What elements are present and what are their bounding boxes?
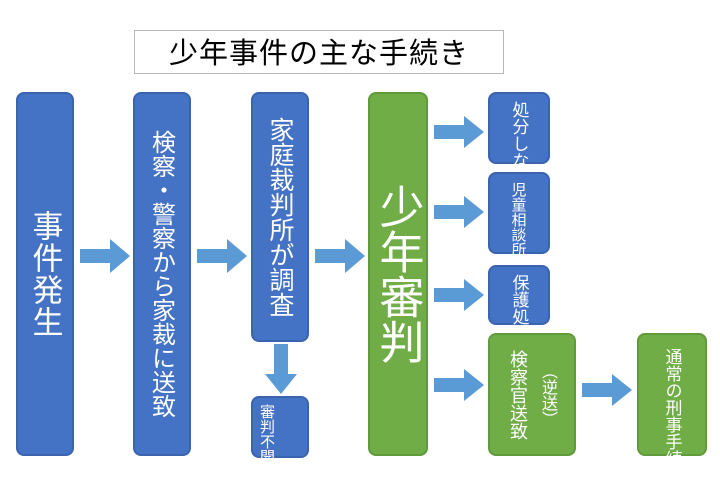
no-hearing-label: 審判不開始 (258, 404, 276, 479)
no-disposition-box: 処分しない (488, 92, 550, 186)
incident-box: 事件発生 (16, 92, 74, 456)
no-disposition-label: 処分しない (508, 101, 529, 186)
incident-label: 事件発生 (26, 210, 63, 338)
arrow-right-icon (582, 374, 632, 406)
diagram-title: 少年事件の主な手続き (134, 30, 504, 74)
arrow-right-icon (434, 196, 484, 228)
arrow-right-icon (80, 239, 130, 273)
juvenile-hearing-box: 少年審判 (368, 92, 428, 456)
arrow-right-icon (434, 369, 484, 401)
arrow-right-icon (315, 239, 365, 273)
criminal-procedure-box: 通常の刑事手続きへ (637, 333, 707, 501)
court-investigation-box: 家庭裁判所が調査 (251, 92, 309, 342)
prosecutor-referral-note: （逆送） (539, 362, 558, 427)
protective-disposition-box: 保護処分 (488, 265, 550, 342)
child-guidance-box: 児童相談所等 (488, 172, 550, 272)
police-referral-label: 検察・警察から家裁に送致 (147, 130, 176, 418)
police-referral-box: 検察・警察から家裁に送致 (133, 92, 191, 456)
prosecutor-referral-label: 検察官送致 (507, 349, 528, 440)
protective-disposition-label: 保護処分 (508, 274, 529, 342)
arrow-right-icon (197, 239, 247, 273)
court-investigation-label: 家庭裁判所が調査 (266, 117, 295, 317)
juvenile-hearing-label: 少年審判 (371, 184, 425, 364)
arrow-right-icon (434, 279, 484, 311)
child-guidance-label: 児童相談所等 (509, 182, 528, 272)
criminal-procedure-label: 通常の刑事手続きへ (661, 347, 682, 501)
no-hearing-box: 審判不開始 (251, 396, 309, 479)
arrow-down-icon (265, 344, 297, 394)
arrow-right-icon (434, 116, 484, 148)
prosecutor-referral-box: 検察官送致 （逆送） (488, 333, 576, 456)
